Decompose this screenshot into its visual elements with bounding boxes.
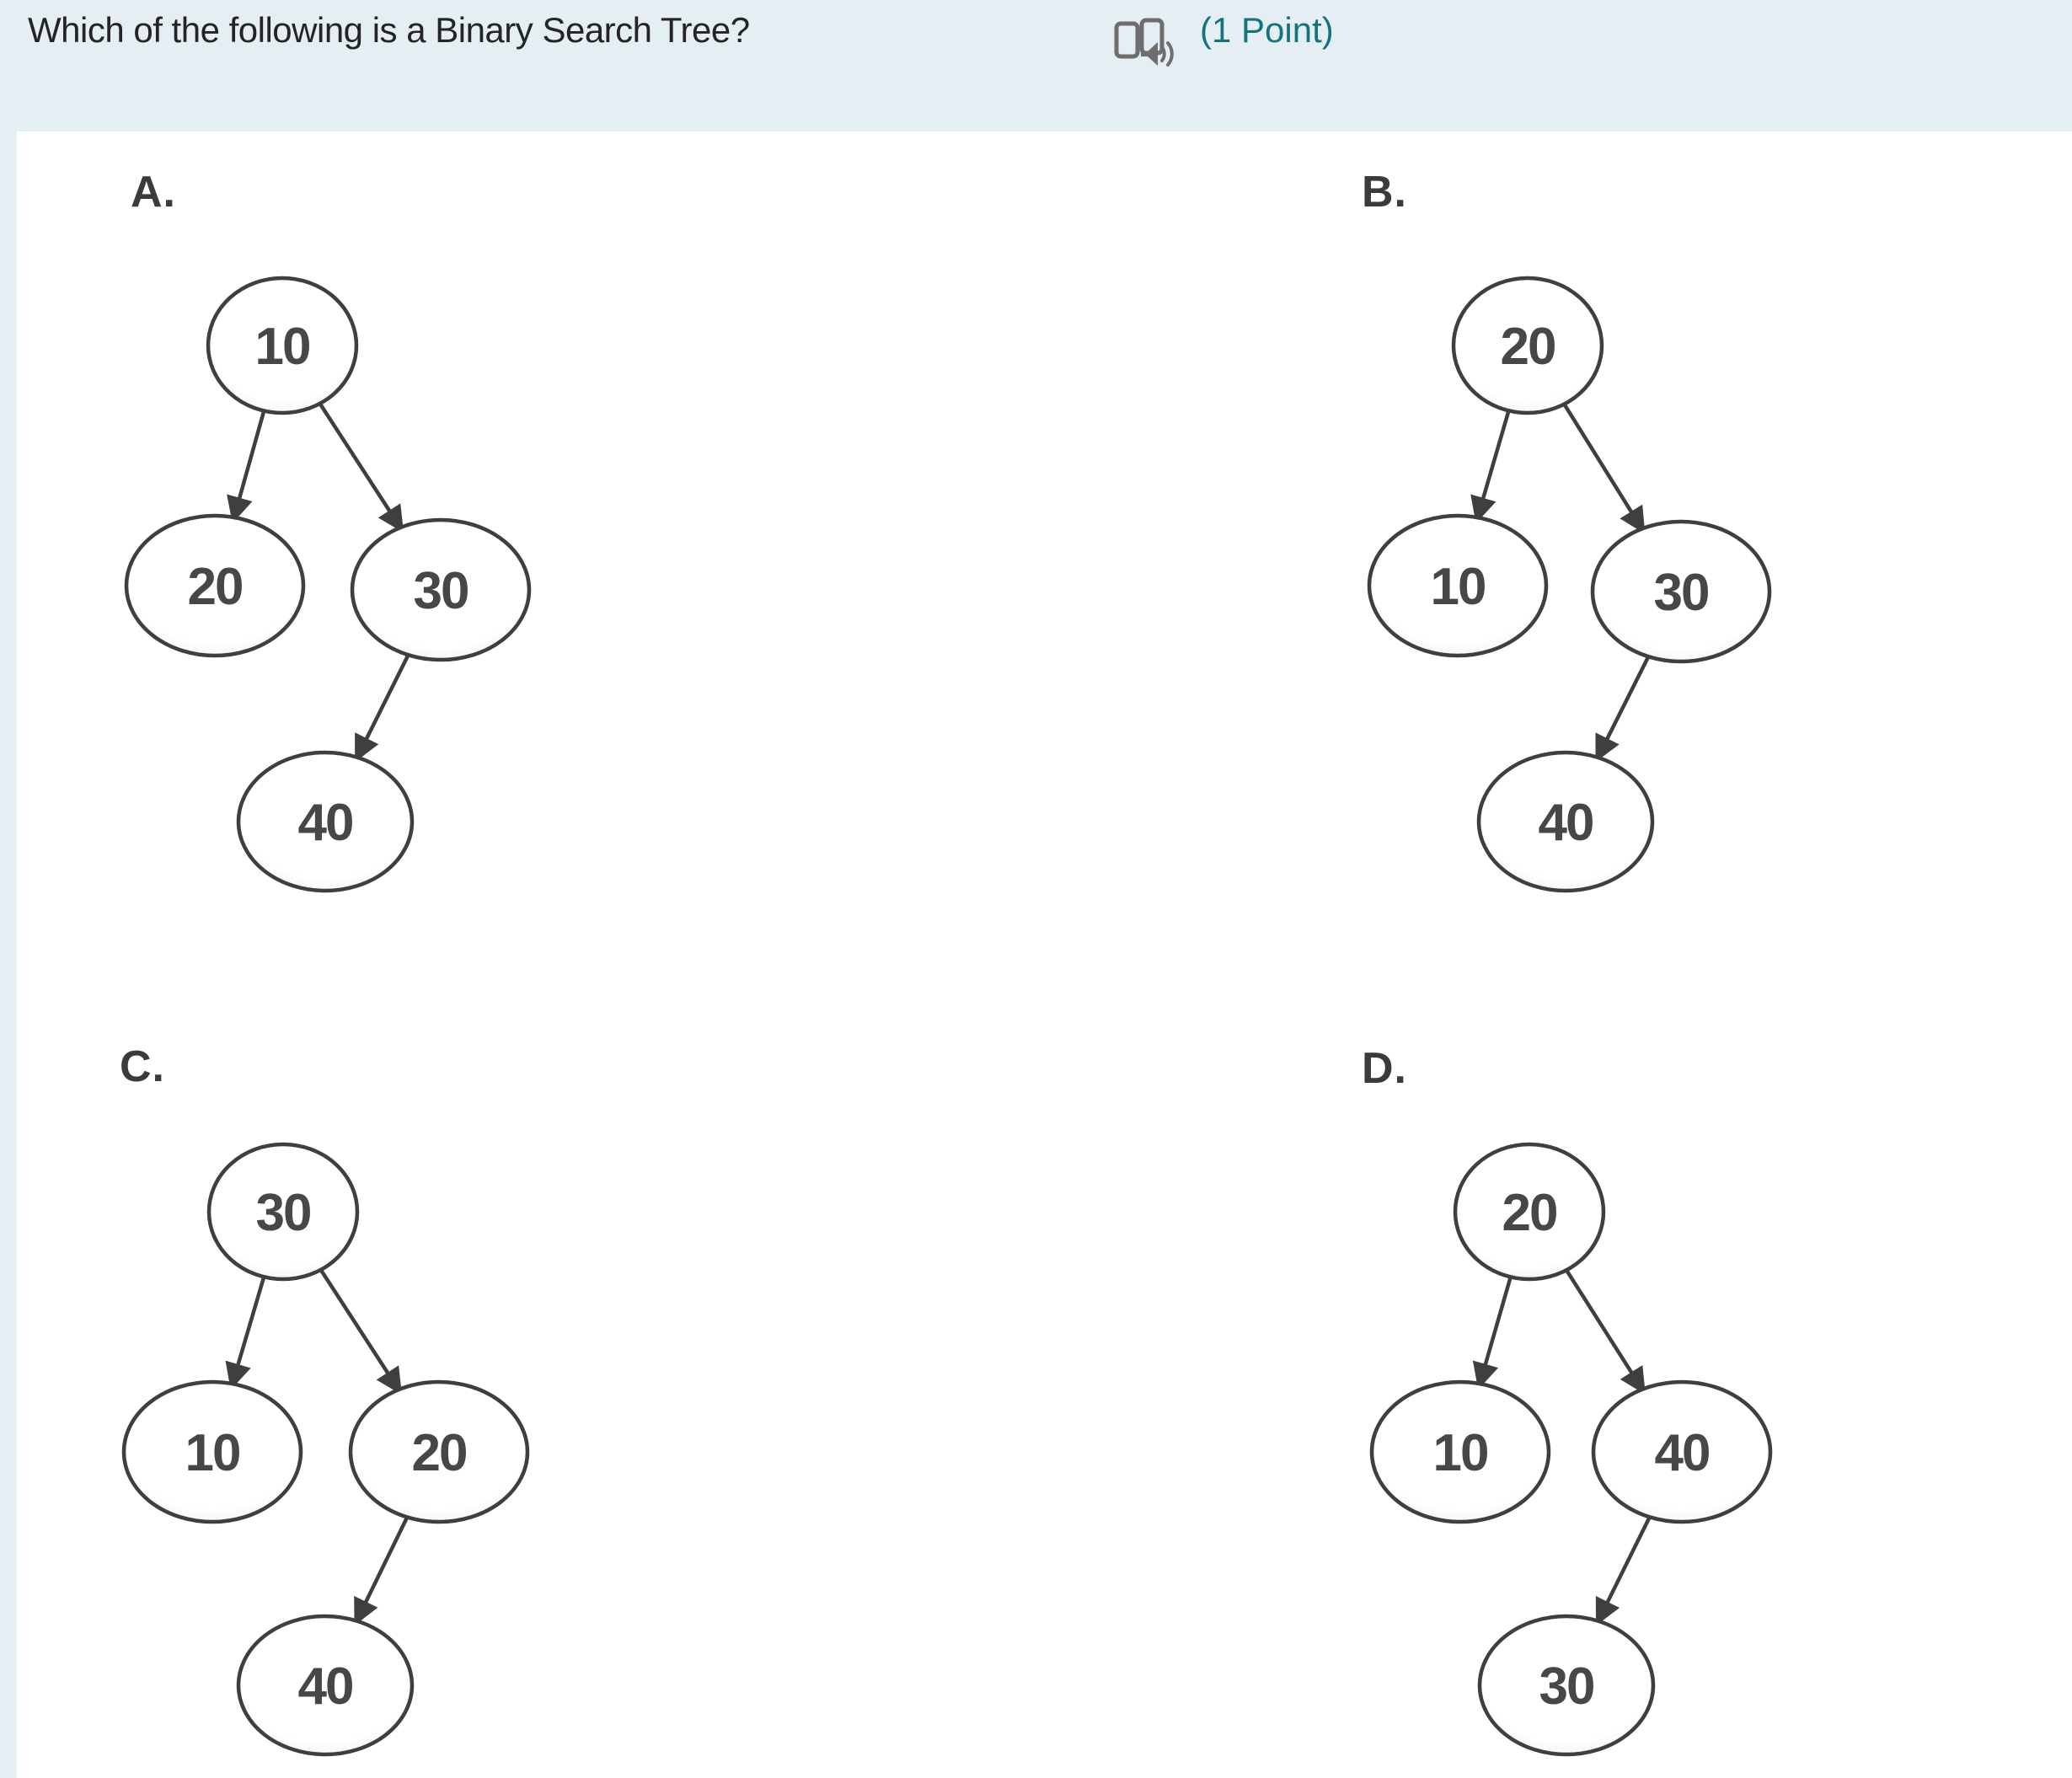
tree-node (236, 750, 415, 893)
tree-node-value: 10 (1431, 558, 1486, 616)
points-badge: (1 Point) (1200, 10, 1334, 50)
tree-node (121, 1379, 303, 1524)
tree-diagram-c: 30 10 20 40 (121, 1142, 530, 1757)
tree-node-value: 40 (298, 794, 353, 852)
tree-node-value: 30 (414, 562, 468, 620)
speaker-icon (1141, 42, 1158, 66)
tree-node (350, 517, 532, 662)
tree-node (1453, 1142, 1606, 1282)
tree-node (1367, 513, 1549, 658)
tree-node-value: 20 (188, 558, 243, 616)
tree-node-value: 20 (412, 1424, 467, 1482)
tree-node (1476, 750, 1655, 893)
tree-node (348, 1379, 530, 1524)
tree-node (1591, 1379, 1773, 1524)
sound-wave-inner (1160, 46, 1166, 62)
tree-node (206, 1142, 360, 1282)
tree-node-value: 20 (1502, 1184, 1557, 1242)
tree-node (1477, 1614, 1656, 1757)
tree-node (206, 276, 359, 415)
tree-node (124, 513, 306, 658)
tree-node-value: 40 (298, 1658, 353, 1716)
tree-node-value: 30 (256, 1184, 311, 1242)
book-left-page (1114, 21, 1140, 59)
immersive-reader-icon[interactable] (1114, 17, 1178, 69)
tree-node (236, 1614, 415, 1757)
tree-diagram-b: 20 10 30 40 (1367, 276, 1772, 893)
tree-node-value: 30 (1539, 1658, 1594, 1716)
tree-node (1369, 1379, 1551, 1524)
question-title: Which of the following is a Binary Searc… (28, 10, 750, 50)
option-d-label: D. (1362, 1044, 1407, 1093)
tree-node-value: 30 (1654, 564, 1709, 622)
option-c-label: C. (120, 1042, 165, 1091)
tree-node-value: 40 (1655, 1424, 1710, 1482)
tree-diagram-d: 20 10 40 30 (1369, 1142, 1773, 1757)
tree-node (1590, 519, 1772, 664)
tree-diagram-a: 10 20 30 40 (124, 276, 532, 893)
tree-node-value: 20 (1501, 318, 1555, 376)
option-a-label: A. (131, 168, 176, 217)
tree-node-value: 10 (1433, 1424, 1488, 1482)
tree-node (1451, 276, 1604, 415)
sound-wave-outer (1166, 41, 1174, 67)
question-header: Which of the following is a Binary Searc… (0, 0, 2072, 131)
tree-node-value: 10 (255, 318, 310, 376)
tree-node-value: 40 (1539, 794, 1593, 852)
option-b-label: B. (1362, 168, 1407, 217)
tree-node-value: 10 (185, 1424, 240, 1482)
